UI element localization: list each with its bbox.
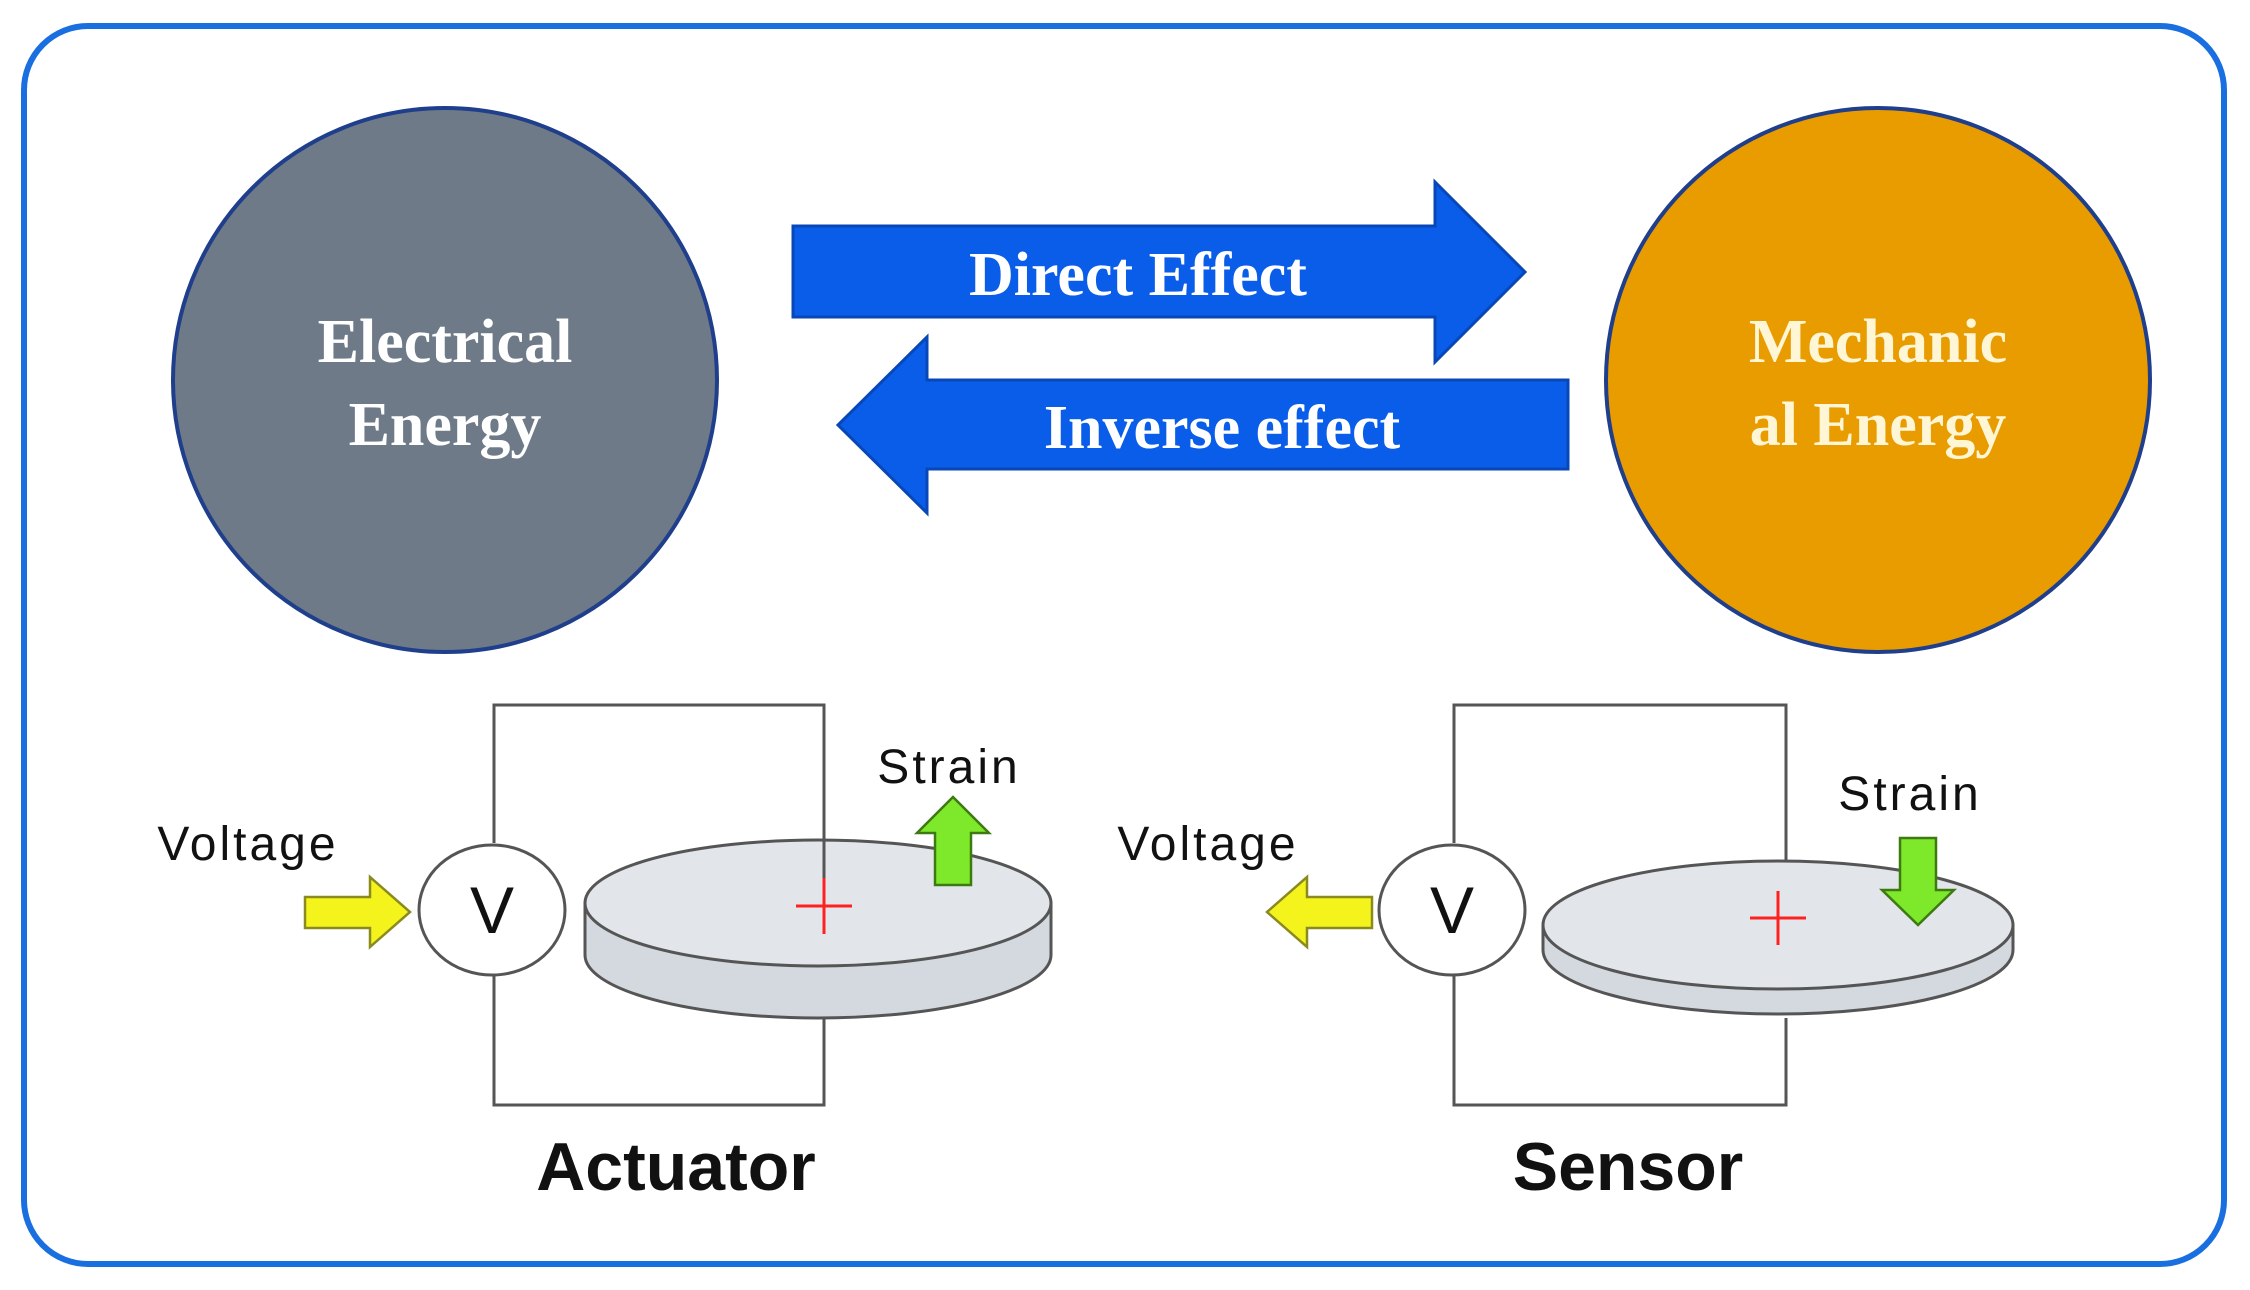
inverse-effect-arrow-shape xyxy=(835,333,1570,517)
direct-effect-label: Direct Effect xyxy=(969,241,1307,309)
sensor-voltage-label: Voltage xyxy=(1117,818,1298,871)
electrical-energy-node: Electrical Energy xyxy=(171,106,719,654)
direct-effect-arrow-shape xyxy=(791,178,1528,366)
actuator-wire-bottom xyxy=(492,975,826,1107)
inverse-effect-arrow: Inverse effect xyxy=(835,333,1570,517)
sensor-circuit: V Voltage Strain Sensor xyxy=(1117,703,2015,1205)
sensor-voltage-arrow xyxy=(1265,874,1374,950)
actuator-strain-label: Strain xyxy=(877,741,1020,794)
inverse-effect-label: Inverse effect xyxy=(1044,394,1401,462)
electrical-energy-label-line2: Energy xyxy=(349,391,542,459)
mechanical-energy-label-line1: Mechanic xyxy=(1749,308,2007,376)
sensor-voltmeter xyxy=(1377,843,1527,977)
actuator-piezo-disk xyxy=(583,838,1053,1020)
sensor-center-cross xyxy=(1750,891,1806,945)
actuator-voltmeter-symbol: V xyxy=(470,873,514,947)
actuator-strain-arrow xyxy=(913,795,993,887)
sensor-wire-top xyxy=(1452,703,1788,880)
actuator-title: Actuator xyxy=(536,1129,816,1205)
mechanical-energy-node: Mechanic al Energy xyxy=(1604,106,2152,654)
actuator-voltmeter xyxy=(417,843,567,977)
actuator-disk-top xyxy=(583,838,1053,968)
actuator-voltage-arrow xyxy=(303,874,412,950)
sensor-strain-label: Strain xyxy=(1838,768,1981,821)
actuator-circuit: V Voltage Strain Actuator xyxy=(157,703,1053,1205)
sensor-voltmeter-symbol: V xyxy=(1430,873,1474,947)
sensor-wire-bottom xyxy=(1452,975,1788,1107)
sensor-strain-arrow xyxy=(1878,836,1958,927)
actuator-voltage-label: Voltage xyxy=(157,818,338,871)
mechanical-energy-label-line2: al Energy xyxy=(1750,391,2007,459)
sensor-title: Sensor xyxy=(1513,1129,1744,1205)
actuator-center-cross xyxy=(796,878,852,934)
electrical-energy-label-line1: Electrical xyxy=(318,308,573,376)
mechanical-energy-circle xyxy=(1604,106,2152,654)
direct-effect-arrow: Direct Effect xyxy=(791,178,1528,366)
electrical-energy-circle xyxy=(171,106,719,654)
